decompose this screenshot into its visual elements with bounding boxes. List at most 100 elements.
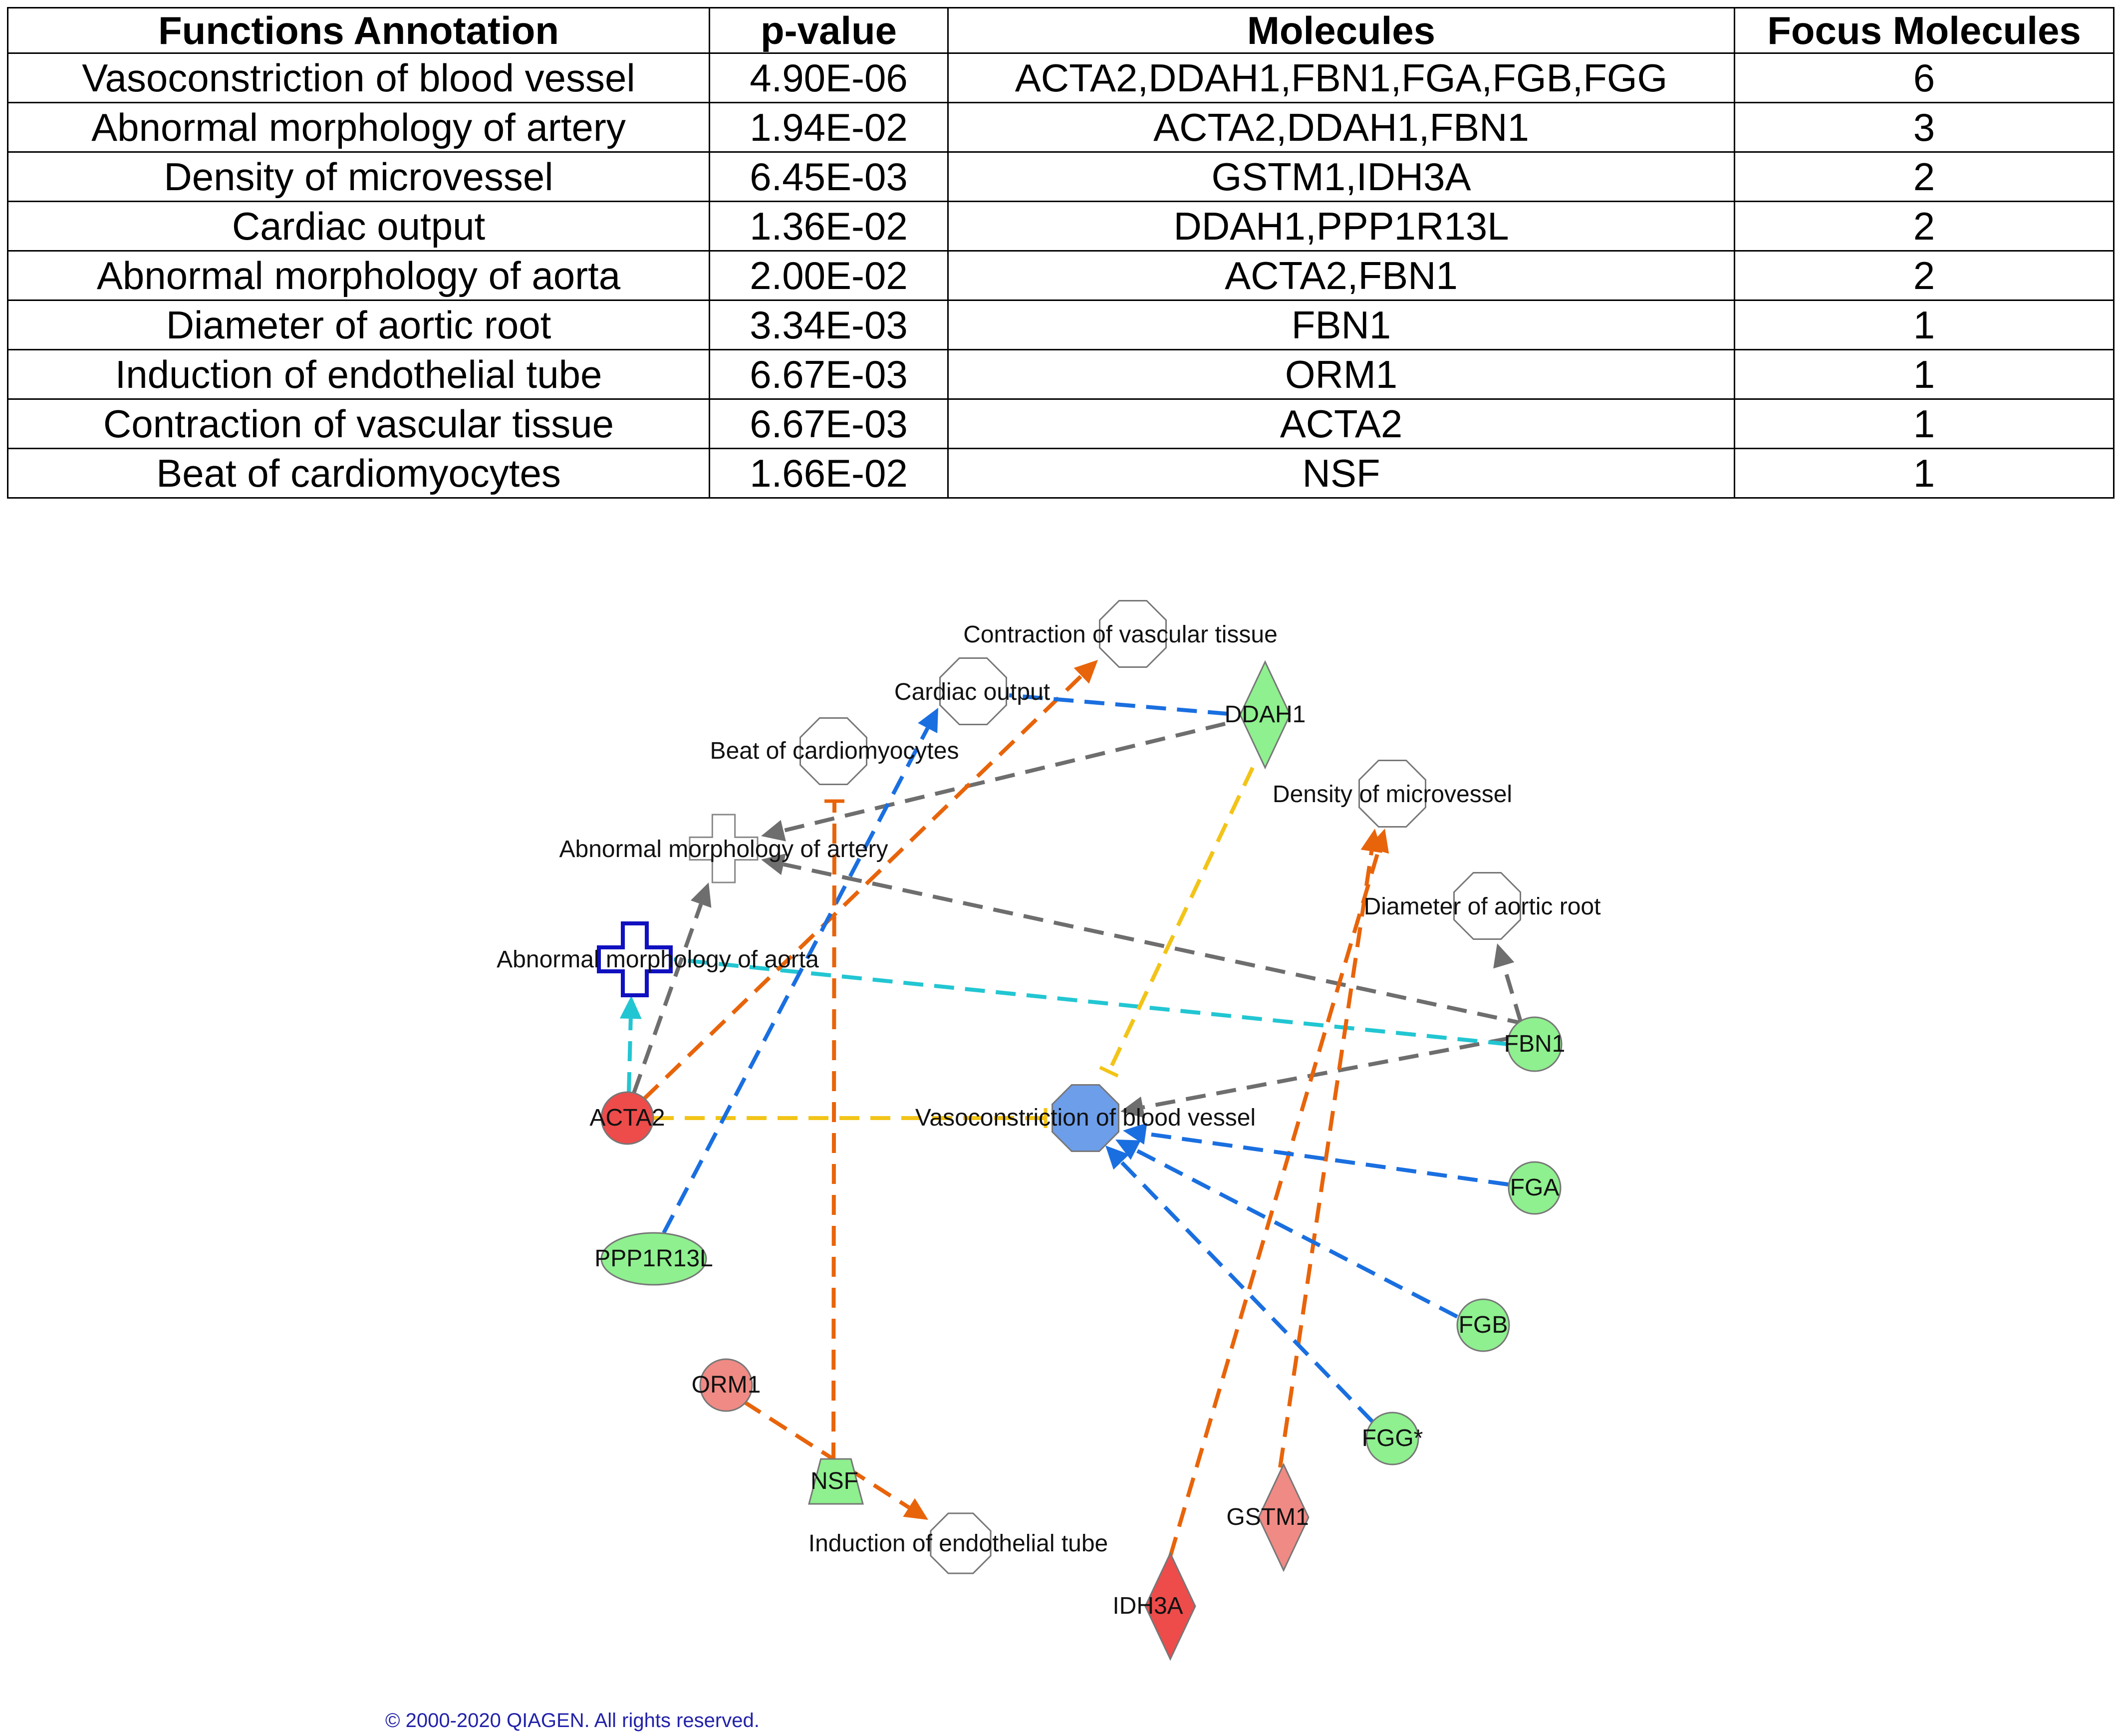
node-label-fga: FGA [1510, 1174, 1560, 1201]
cell-molecules: FBN1 [947, 299, 1735, 350]
node-orm1[interactable] [699, 1358, 753, 1412]
node-artery[interactable] [689, 814, 759, 883]
arrow-head-icon [903, 1498, 928, 1520]
node-cardiac[interactable] [939, 657, 1007, 725]
edge-line [783, 862, 1528, 1026]
node-acta2[interactable] [600, 1091, 654, 1145]
node-label-fgb: FGB [1459, 1312, 1508, 1338]
cell-p-value: 1.66E-02 [709, 448, 949, 499]
node-label-nsf: NSF [810, 1468, 858, 1494]
node-label-vaso: Vasoconstriction of blood vessel [915, 1105, 1256, 1131]
node-fbn1[interactable] [1507, 1016, 1563, 1072]
node-ppp1r13l[interactable] [600, 1232, 707, 1286]
cell-function-annotation: Cardiac output [7, 201, 710, 252]
cell-function-annotation: Vasoconstriction of blood vessel [7, 52, 710, 103]
node-label-ddah1: DDAH1 [1225, 701, 1306, 728]
node-induction[interactable] [930, 1512, 992, 1574]
edge-line [673, 957, 1509, 1046]
node-label-idh3a: IDH3A [1112, 1593, 1183, 1619]
node-beat[interactable] [799, 717, 867, 785]
node-idh3a[interactable] [1144, 1551, 1196, 1661]
cell-p-value: 6.67E-03 [709, 349, 949, 400]
edge-ppp1r13l-to-cardiac [662, 708, 938, 1234]
node-diameter[interactable] [1453, 872, 1521, 940]
octagon-shape [1453, 872, 1521, 940]
arrow-head-icon [1115, 1140, 1141, 1160]
node-nsf[interactable] [808, 1458, 864, 1505]
edge-line [632, 903, 703, 1094]
octagon-shape [1052, 1084, 1119, 1152]
cell-focus-molecules: 2 [1734, 250, 2115, 301]
edge-ddah1-to-artery [761, 722, 1226, 842]
header-p-value: p-value [709, 7, 949, 54]
edge-fbn1-to-vaso [1120, 1036, 1510, 1119]
arrow-head-icon [1073, 660, 1098, 684]
octagon-shape [930, 1512, 992, 1574]
node-vaso[interactable] [1052, 1084, 1119, 1152]
arrow-head-icon [619, 996, 642, 1019]
node-label-density: Density of microvessel [1273, 781, 1512, 808]
cell-molecules: ACTA2,DDAH1,FBN1,FGA,FGB,FGG [947, 52, 1735, 103]
header-functions-annotation: Functions Annotation [7, 7, 710, 54]
trapezoid-shape [808, 1458, 864, 1505]
cell-focus-molecules: 1 [1734, 349, 2115, 400]
cell-molecules: ACTA2,DDAH1,FBN1 [947, 102, 1735, 153]
cross-shape [689, 814, 759, 883]
cell-p-value: 6.45E-03 [709, 151, 949, 202]
node-fga[interactable] [1508, 1161, 1562, 1215]
edge-acta2-to-aorta [619, 996, 642, 1093]
edge-nsf-to-beat [824, 799, 845, 1463]
node-ddah1[interactable] [1239, 660, 1291, 770]
circle-shape [1507, 1016, 1563, 1072]
cell-molecules: ORM1 [947, 349, 1735, 400]
node-label-gstm1: GSTM1 [1226, 1504, 1309, 1530]
node-aorta[interactable] [597, 921, 673, 997]
octagon-shape [1358, 760, 1426, 828]
edge-fbn1-to-aorta [673, 957, 1509, 1046]
node-fgb[interactable] [1456, 1298, 1510, 1352]
circle-shape [1508, 1161, 1562, 1215]
edge-line [742, 1400, 910, 1509]
arrow-head-icon [1123, 1123, 1147, 1145]
node-gstm1[interactable] [1258, 1462, 1310, 1572]
diamond-shape [1144, 1551, 1196, 1661]
node-fgg[interactable] [1365, 1412, 1419, 1465]
edge-line [662, 727, 930, 1234]
cell-function-annotation: Abnormal morphology of artery [7, 102, 710, 153]
node-label-induction: Induction of endothelial tube [808, 1530, 1108, 1557]
edge-line [1120, 1160, 1374, 1423]
node-density[interactable] [1358, 760, 1426, 828]
node-contraction[interactable] [1099, 600, 1167, 668]
node-label-cardiac: Cardiac output [894, 679, 1050, 705]
cell-p-value: 2.00E-02 [709, 250, 949, 301]
node-label-artery: Abnormal morphology of artery [559, 836, 888, 863]
edge-line [1009, 693, 1228, 716]
edge-acta2-to-artery [632, 882, 712, 1094]
node-label-ppp1r13l: PPP1R13L [594, 1245, 713, 1272]
node-label-beat: Beat of cardiomyocytes [710, 738, 959, 764]
cell-p-value: 1.36E-02 [709, 201, 949, 252]
network-edges [619, 660, 1528, 1557]
cell-molecules: ACTA2,FBN1 [947, 250, 1735, 301]
network-nodes [597, 600, 1563, 1661]
cell-function-annotation: Diameter of aortic root [7, 299, 710, 350]
table-header-row: Functions Annotation p-value Molecules F… [7, 7, 2115, 54]
diamond-shape [1239, 660, 1291, 770]
cell-focus-molecules: 1 [1734, 299, 2115, 350]
octagon-shape [799, 717, 867, 785]
edge-line [831, 801, 836, 1463]
cell-molecules: GSTM1,IDH3A [947, 151, 1735, 202]
edge-line [1142, 1036, 1510, 1110]
edge-acta2-to-vaso [654, 1108, 1048, 1128]
cell-focus-molecules: 1 [1734, 398, 2115, 449]
